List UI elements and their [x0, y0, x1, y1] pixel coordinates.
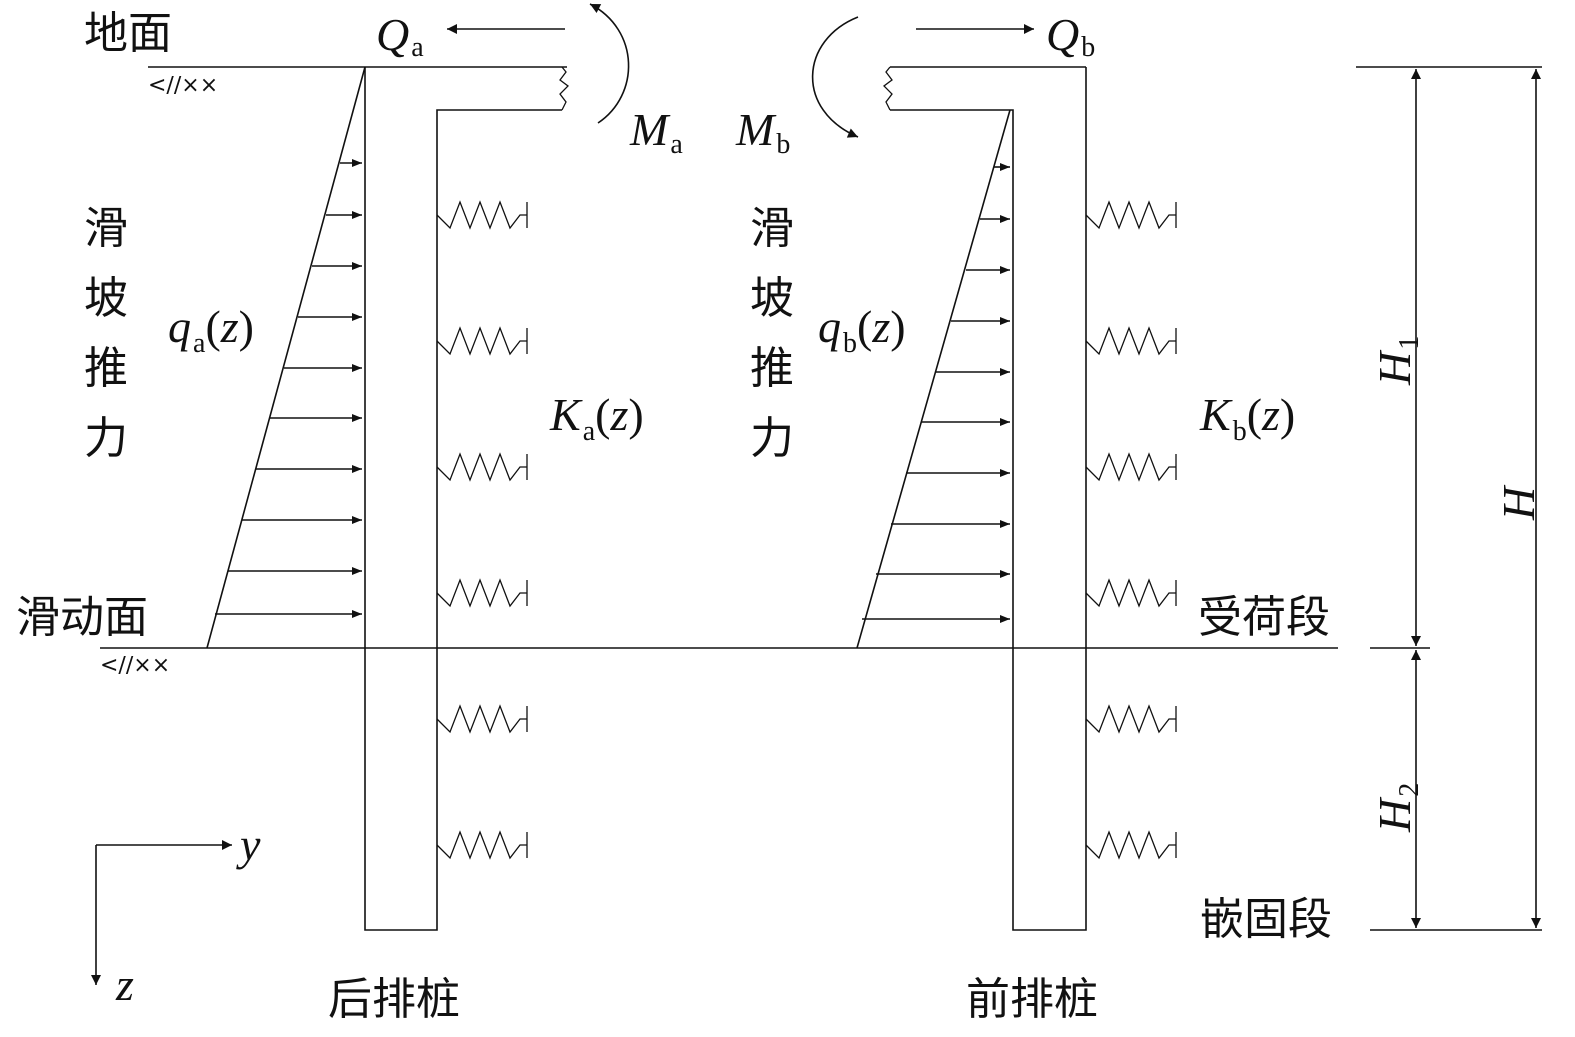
kb-stiffness-label: Kb(z): [1199, 389, 1295, 447]
front-thrust-char-2: 坡: [750, 273, 794, 324]
slip-soil-mark: <∕∕××: [100, 653, 170, 678]
slip-surface-label: 滑动面: [16, 592, 148, 643]
front-pile: [883, 66, 1087, 931]
qb-distribution-label: qb(z): [818, 301, 906, 359]
rear-thrust-char-3: 推: [84, 343, 128, 394]
ground-soil-mark: <∕∕××: [148, 73, 218, 98]
front-pile-springs: [1085, 200, 1177, 860]
rear-thrust-char-1: 滑: [84, 203, 128, 254]
front-pile-label: 前排桩: [966, 974, 1098, 1025]
qa-force-label: Qa: [376, 9, 424, 63]
ka-stiffness-label: Ka(z): [549, 389, 644, 447]
ma-moment-arrow: [589, 3, 630, 124]
front-thrust-distribution: [856, 109, 1011, 649]
h-dimension-label: H: [1493, 484, 1544, 521]
h1-dimension-label: H1: [1369, 336, 1425, 386]
y-axis-label: y: [236, 819, 261, 870]
front-thrust-char-4: 力: [750, 413, 794, 464]
embedded-segment-label: 嵌固段: [1200, 894, 1332, 945]
rear-pile-label: 后排桩: [328, 974, 460, 1025]
rear-thrust-char-2: 坡: [84, 273, 128, 324]
h2-dimension-label: H2: [1369, 783, 1425, 833]
rear-pile: [364, 66, 569, 931]
qb-force-label: Qb: [1046, 9, 1095, 63]
ma-moment-label: Ma: [629, 104, 683, 160]
front-thrust-char-1: 滑: [750, 203, 794, 254]
dimension-lines: [1356, 66, 1542, 931]
rear-thrust-distribution: [206, 66, 366, 649]
loaded-segment-label: 受荷段: [1198, 592, 1330, 643]
front-thrust-char-3: 推: [750, 343, 794, 394]
coordinate-axes: [91, 840, 232, 985]
mb-moment-arrow: [811, 16, 859, 138]
qa-distribution-label: qa(z): [168, 301, 254, 359]
z-axis-label: z: [115, 959, 134, 1010]
ground-label: 地面: [84, 8, 172, 59]
rear-pile-springs: [436, 200, 528, 860]
mb-moment-label: Mb: [735, 104, 790, 160]
rear-thrust-char-4: 力: [84, 413, 128, 464]
